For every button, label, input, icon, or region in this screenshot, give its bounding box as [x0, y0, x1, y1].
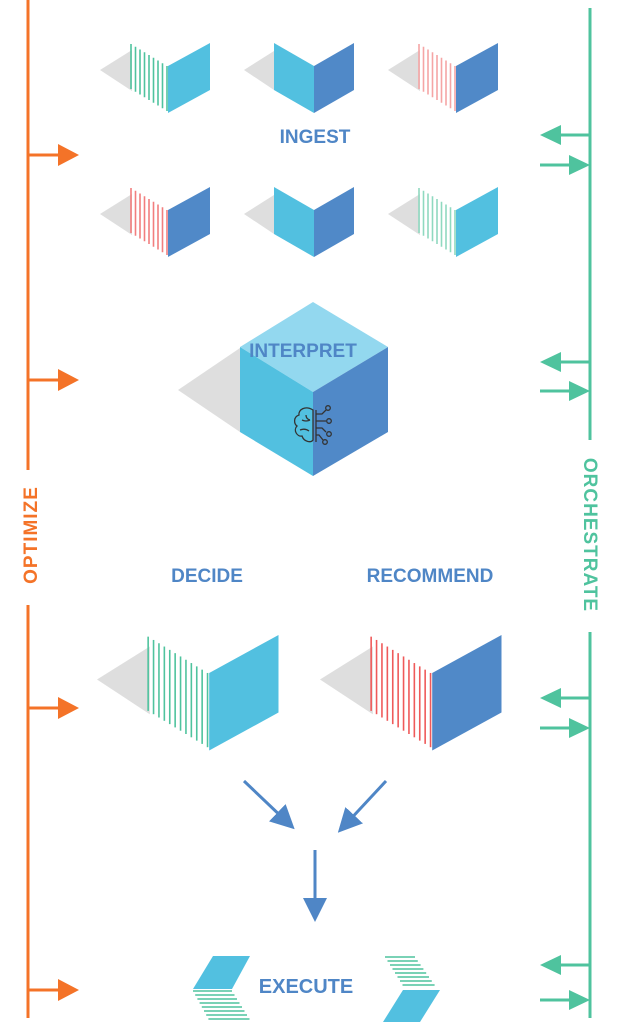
panel: [432, 635, 502, 751]
arrow-head: [540, 352, 561, 372]
interpret-label: INTERPRET: [249, 341, 357, 362]
arrow-head: [569, 718, 590, 738]
ingest-units: [100, 43, 498, 257]
arrow-head: [540, 125, 561, 145]
execute-label: EXECUTE: [259, 976, 353, 998]
ingest-unit: [100, 187, 210, 257]
ingest-unit: [100, 43, 210, 113]
orchestrate-in-arrow-icon: [540, 955, 590, 975]
chevron-panel: [193, 956, 250, 989]
panel: [456, 43, 498, 113]
book-unit: [244, 187, 354, 257]
recommend-unit: [320, 635, 502, 751]
chevron-panel: [383, 990, 440, 1022]
orchestrate-label: ORCHESTRATE: [579, 458, 600, 612]
decide-to-execute-arrow: [242, 779, 295, 830]
cube-right: [313, 347, 388, 476]
left-page: [274, 43, 314, 113]
panel: [168, 43, 210, 113]
right-page: [314, 187, 354, 257]
arrow-head: [58, 144, 79, 166]
arrow-head: [540, 955, 561, 975]
decide-label: DECIDE: [171, 566, 243, 587]
cube-top: [240, 302, 388, 392]
shadow: [100, 50, 132, 91]
interpret-cube: INTERPRET: [178, 302, 388, 476]
shadow: [388, 50, 420, 91]
optimize-label: OPTIMIZE: [21, 486, 42, 584]
arrow-head: [569, 381, 590, 401]
orchestrate-rail: ORCHESTRATE: [540, 8, 600, 1018]
arrow-head: [569, 155, 590, 175]
orchestrate-out-arrow-icon: [540, 155, 590, 175]
arrow-head: [58, 697, 79, 719]
optimize-arrow-icon: [28, 369, 79, 391]
book-unit: [244, 43, 354, 113]
shadow: [100, 194, 132, 235]
arrow-head: [58, 369, 79, 391]
optimize-arrow-icon: [28, 979, 79, 1001]
cube-shadow: [178, 348, 240, 432]
optimize-rail: OPTIMIZE: [21, 0, 79, 1018]
recommend-label: RECOMMEND: [367, 566, 494, 587]
panel: [209, 635, 279, 751]
panel: [168, 187, 210, 257]
shadow: [244, 195, 274, 234]
optimize-arrow-icon: [28, 697, 79, 719]
orchestrate-out-arrow-icon: [540, 381, 590, 401]
ingest-unit: [388, 187, 498, 257]
recommend-to-execute-arrow: [337, 779, 388, 833]
orchestrate-out-arrow-icon: [540, 718, 590, 738]
ingest-unit: [388, 43, 498, 113]
right-page: [314, 43, 354, 113]
ingest-label: INGEST: [280, 127, 351, 148]
shadow: [388, 194, 420, 235]
optimize-arrow-icon: [28, 144, 79, 166]
shadow: [244, 51, 274, 90]
arrow-head: [569, 990, 590, 1010]
cube-left: [240, 347, 313, 476]
orchestrate-in-arrow-icon: [540, 688, 590, 708]
orchestrate-out-arrow-icon: [540, 990, 590, 1010]
decide-unit: [97, 635, 279, 751]
panel: [456, 187, 498, 257]
shadow: [320, 646, 373, 715]
arrow-head: [58, 979, 79, 1001]
orchestrate-in-arrow-icon: [540, 352, 590, 372]
orchestrate-in-arrow-icon: [540, 125, 590, 145]
brain-circuit-icon: [293, 405, 332, 445]
shadow: [97, 646, 150, 715]
execute-right-chevron: [383, 956, 440, 1022]
left-page: [274, 187, 314, 257]
execute-left-chevron: [193, 956, 250, 1020]
arrow-head: [540, 688, 561, 708]
